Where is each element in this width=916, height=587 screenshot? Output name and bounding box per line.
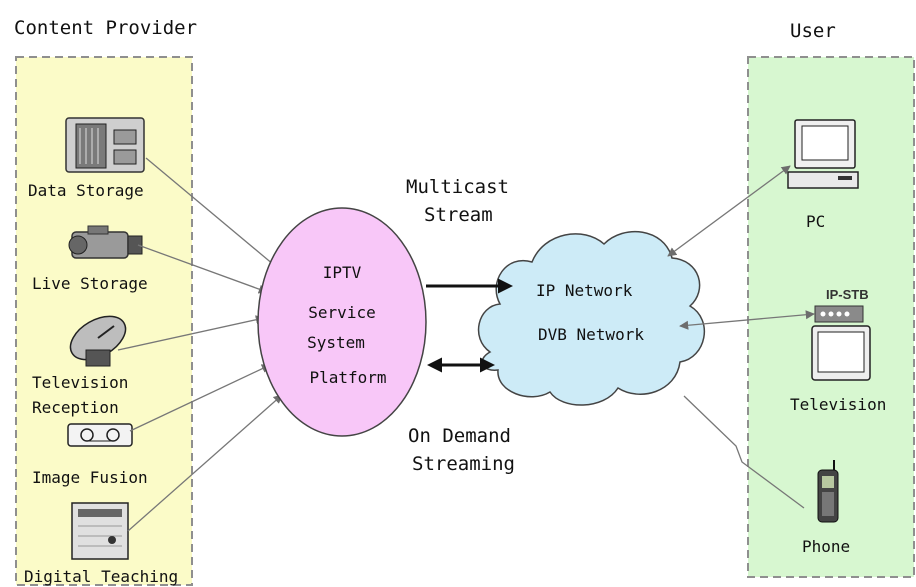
multicast-label-line2: Stream	[424, 204, 493, 226]
content-provider-title: Content Provider	[14, 17, 197, 39]
multicast-label-line1: Multicast	[406, 176, 509, 198]
device-label-pc: PC	[806, 212, 825, 231]
arrow-image-fusion	[129, 364, 271, 432]
arrow-television	[679, 310, 815, 330]
source-label-television-line1: Television	[32, 373, 128, 392]
network-cloud	[477, 230, 706, 406]
source-label-live-storage: Live Storage	[32, 274, 148, 293]
platform-line3: System	[307, 333, 365, 352]
ip-stb-box-icon	[814, 305, 864, 323]
mobile-phone-icon	[817, 460, 839, 523]
iptv-platform-ellipse	[257, 207, 427, 437]
ondemand-label-line2: Streaming	[412, 453, 515, 475]
television-icon	[811, 325, 871, 381]
source-label-data-storage: Data Storage	[28, 181, 144, 200]
device-label-phone: Phone	[802, 537, 850, 556]
arrow-pc	[667, 165, 791, 257]
arrow-television-reception	[117, 315, 265, 351]
video-camera-icon	[68, 225, 143, 259]
source-label-television-line2: Reception	[32, 398, 119, 417]
video-tape-icon	[67, 423, 133, 447]
ip-stb-label: IP-STB	[826, 287, 869, 302]
satellite-dish-icon	[69, 315, 127, 367]
arrow-data-storage	[145, 157, 281, 271]
teaching-screen-icon	[71, 502, 129, 560]
arrow-live-storage	[137, 244, 268, 294]
computer-icon	[787, 119, 859, 189]
wireless-link-phone	[683, 395, 805, 509]
network-line1: IP Network	[536, 281, 633, 300]
source-label-image-fusion: Image Fusion	[32, 468, 148, 487]
platform-line4: Platform	[309, 368, 386, 387]
platform-line2: Service	[308, 303, 375, 322]
platform-line1: IPTV	[323, 263, 362, 282]
user-title: User	[790, 20, 836, 42]
server-rack-icon	[65, 117, 145, 173]
source-label-digital-teaching: Digital Teaching	[24, 567, 178, 586]
device-label-television: Television	[790, 395, 886, 414]
ondemand-label-line1: On Demand	[408, 425, 511, 447]
network-line2: DVB Network	[538, 325, 644, 344]
source-arrows	[117, 157, 283, 532]
arrow-digital-teaching	[127, 394, 283, 532]
